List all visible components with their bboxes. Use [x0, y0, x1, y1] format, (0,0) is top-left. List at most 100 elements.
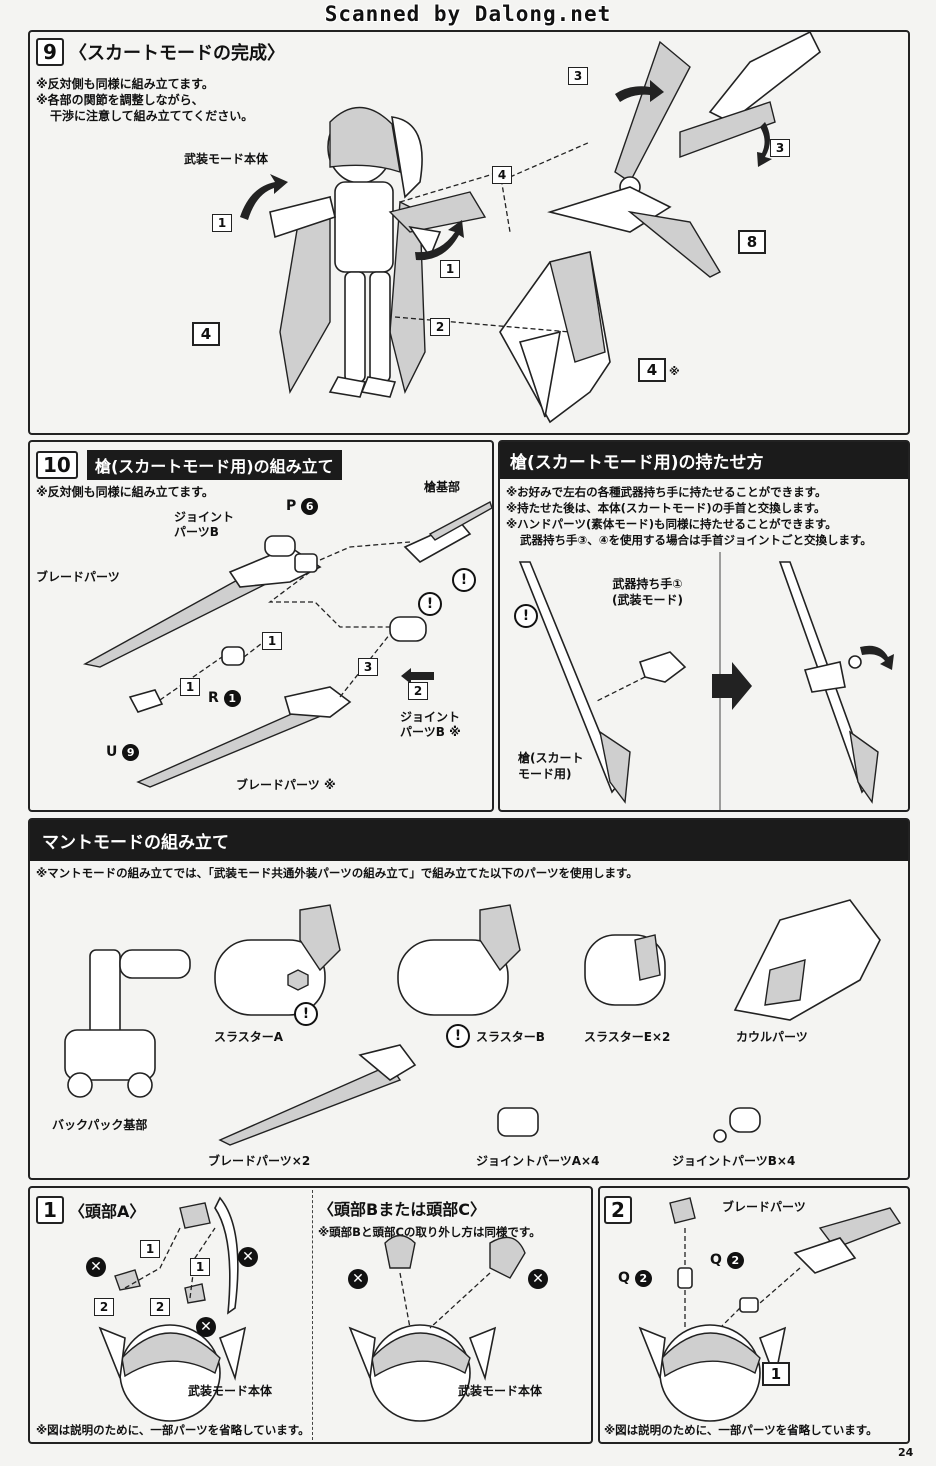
step9-body-label: 武装モード本体: [184, 152, 269, 166]
part-label-cowl: カウルパーツ: [736, 1030, 808, 1044]
thruster-e-drawing: [584, 934, 666, 1006]
step10-callout-2: 2: [408, 680, 428, 700]
hold-panel: [498, 440, 910, 812]
step10-callout-3: 3: [358, 656, 378, 676]
head-a-callout-1b: 1: [190, 1256, 210, 1276]
step9-callout-3a: 3: [568, 65, 588, 85]
hold-warn-icon: !: [514, 604, 538, 628]
mantle-step2-illustration: [638, 1197, 902, 1422]
mantle-panel: [28, 818, 910, 1180]
step10-blade-ast-label: ブレードパーツ ※: [236, 778, 336, 792]
joint-b-upper-drawing: [264, 535, 318, 573]
head-bc-note: ※頭部Bと頭部Cの取り外し方は同様です。: [318, 1225, 541, 1239]
mantle-step2-footnote: ※図は説明のために、一部パーツを省略しています。: [604, 1423, 878, 1437]
step9-notes: ※反対側も同様に組み立てます。 ※各部の関節を調整しながら、 干渉に注意して組み…: [36, 76, 253, 124]
mantle-step2-header: 2: [604, 1196, 632, 1224]
part-label-thruster-b: スラスターB: [476, 1030, 545, 1044]
hold-title: 槍(スカートモード用)の持たせ方: [500, 442, 908, 479]
mantle-step1-panel: [28, 1186, 593, 1444]
thruster-b-drawing: [397, 904, 521, 1016]
step10-callout-1b: 1: [180, 676, 200, 696]
hold-note-3: ※ハンドパーツ(素体モード)も同様に持たせることができます。: [506, 517, 837, 531]
step9-note-1: ※反対側も同様に組み立てます。: [36, 77, 214, 91]
blade-small-drawing: [669, 1197, 696, 1224]
mantle-step1-divider: [312, 1190, 313, 1440]
step10-p-label: P 6: [286, 498, 319, 515]
hold-hand-label: 武器持ち手① (武装モード): [612, 577, 683, 607]
joint-q-drawing: [677, 1267, 759, 1313]
step9-note-2: ※各部の関節を調整しながら、: [36, 93, 204, 107]
blade-lower-drawing: [136, 686, 352, 788]
head-bc-parts-drawing: [384, 1234, 526, 1279]
mantle-title: マントモードの組み立て: [30, 820, 908, 861]
hold-notes: ※お好みで左右の各種武器持ち手に持たせることができます。 ※持たせた後は、本体(…: [506, 484, 872, 548]
head-a-parts-drawing: [114, 1196, 239, 1315]
step9-note-3: 干渉に注意して組み立ててください。: [50, 109, 254, 123]
step9-title: 〈スカートモードの完成〉: [69, 43, 286, 64]
blade-part-drawing: [218, 1044, 417, 1146]
step2-q-label-2: Q 2: [710, 1252, 744, 1269]
head-a-face-drawing: [98, 1324, 247, 1422]
mantle-step1-footnote: ※図は説明のために、一部パーツを省略しています。: [36, 1423, 310, 1437]
step9-callout-1a: 1: [212, 212, 232, 232]
hand-guide: [594, 676, 646, 703]
part-label-joint-b: ジョイントパーツB×4: [672, 1154, 796, 1168]
head-a-body-label: 武装モード本体: [188, 1384, 273, 1398]
x-mark-3: ✕: [196, 1316, 216, 1337]
guide-line-2: [394, 316, 571, 333]
step10-u-label: U 9: [106, 744, 140, 761]
step9-callout-4-mid: 4: [492, 164, 512, 184]
page-number: 24: [898, 1446, 914, 1459]
step10-callout-1a: 1: [262, 630, 282, 650]
step10-warn-icon-1: !: [452, 568, 476, 592]
head-bc-title: 〈頭部Bまたは頭部C〉: [318, 1200, 486, 1219]
mantle-step1-number: 1: [36, 1196, 64, 1224]
step10-note: ※反対側も同様に組み立てます。: [36, 485, 214, 499]
step10-joint-b-label: ジョイント パーツB: [174, 510, 235, 539]
step10-warn-icon-2: !: [418, 592, 442, 616]
x-mark-1: ✕: [86, 1256, 106, 1277]
blade-upper-drawing: [82, 546, 322, 668]
step10-blade-label: ブレードパーツ: [36, 570, 120, 584]
step9-callout-4-right: 4※: [638, 358, 680, 382]
step9-illustration: [240, 32, 822, 424]
mantle-step1-header: 1 〈頭部A〉: [36, 1196, 145, 1224]
rotate-arrow-left: [240, 174, 288, 220]
head-a-guide-1: [124, 1227, 181, 1289]
spear-right-drawing: [778, 561, 879, 804]
skirt-armor-part-drawing: [499, 251, 611, 424]
part-label-thruster-e: スラスターE×2: [584, 1030, 671, 1044]
spear-left-drawing: [518, 561, 631, 804]
part-label-thruster-a: スラスターA: [214, 1030, 284, 1044]
step10-spear-base-label: 槍基部: [424, 480, 461, 494]
mantle-step2-panel: [598, 1186, 910, 1444]
part-label-blade: ブレードパーツ×2: [208, 1154, 311, 1168]
head-a-title: 〈頭部A〉: [69, 1202, 146, 1221]
step10-illustration: [82, 500, 492, 788]
head-a-callout-2a: 2: [94, 1296, 114, 1316]
step2-blade-label: ブレードパーツ: [722, 1200, 806, 1214]
step9-callout-2: 2: [430, 316, 450, 336]
thruster-b-warn-icon: !: [446, 1024, 470, 1048]
step10-title: 槍(スカートモード用)の組み立て: [86, 450, 342, 480]
step10-panel: [28, 440, 494, 812]
rotate-arrow-top: [615, 80, 664, 102]
skirt-wing-unit-drawing: [547, 32, 822, 278]
step9-panel: [28, 30, 910, 435]
cowl-part-drawing: [733, 899, 881, 1021]
step9-callout-3b: 3: [770, 137, 790, 157]
step9-callout-4-left: 4: [192, 322, 220, 346]
small-parts-drawing: [128, 646, 245, 713]
step10-guide-1: [319, 541, 411, 561]
joint-b-drawing: [713, 1107, 761, 1143]
step9-number: 9: [36, 38, 64, 66]
head-a-callout-2b: 2: [150, 1296, 170, 1316]
x-mark-4: ✕: [348, 1268, 368, 1289]
thruster-a-warn-icon: !: [294, 1002, 318, 1026]
step10-number: 10: [36, 451, 78, 479]
hold-note-1: ※お好みで左右の各種武器持ち手に持たせることができます。: [506, 485, 827, 499]
step9-callout-8: 8: [738, 230, 766, 254]
hold-spear-label: 槍(スカート モード用): [518, 751, 584, 781]
x-mark-2: ✕: [238, 1246, 258, 1267]
step10-guide-4: [159, 656, 223, 701]
